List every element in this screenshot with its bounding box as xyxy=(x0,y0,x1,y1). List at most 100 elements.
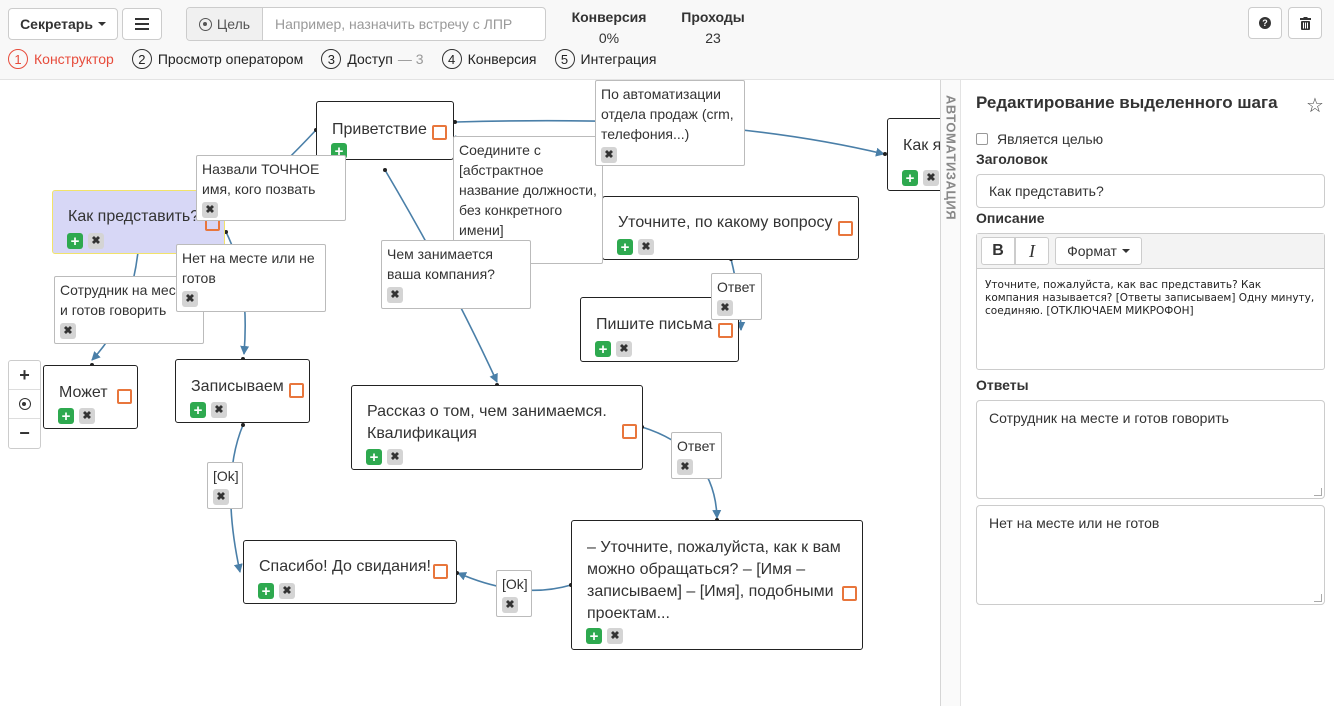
heading-input[interactable]: Как представить? xyxy=(976,174,1325,208)
delete-icon[interactable]: ✖ xyxy=(387,287,403,303)
goal-checkbox[interactable] xyxy=(718,323,733,338)
tab-conversion[interactable]: 4 Конверсия xyxy=(441,49,537,69)
node-clarify[interactable]: Уточните, по какому вопросу + ✖ xyxy=(602,196,859,260)
edge-label-not-here[interactable]: Нет на месте или не готов ✖ xyxy=(176,244,326,312)
menu-button[interactable] xyxy=(122,8,162,40)
delete-icon[interactable]: ✖ xyxy=(607,628,623,644)
help-button[interactable]: ? xyxy=(1248,7,1282,39)
goal-checkbox[interactable] xyxy=(289,383,304,398)
delete-icon[interactable]: ✖ xyxy=(717,300,733,316)
add-icon[interactable]: + xyxy=(258,583,274,599)
goal-input-group: Цель xyxy=(186,7,546,41)
edge-label-ok-2[interactable]: [Ok] ✖ xyxy=(496,570,532,617)
tab-integration[interactable]: 5 Интеграция xyxy=(554,49,656,69)
step-tabs: 1 Конструктор 2 Просмотр оператором 3 До… xyxy=(8,49,674,69)
edge-label-text: Назвали ТОЧНОЕ имя, кого позвать xyxy=(202,161,320,197)
add-icon[interactable]: + xyxy=(58,408,74,424)
delete-button[interactable] xyxy=(1288,7,1322,39)
trash-icon xyxy=(1299,16,1311,30)
role-dropdown-button[interactable]: Секретарь xyxy=(8,8,118,40)
panel-divider[interactable] xyxy=(940,80,941,706)
delete-icon[interactable]: ✖ xyxy=(677,459,693,475)
delete-icon[interactable]: ✖ xyxy=(502,597,518,613)
goal-addon: Цель xyxy=(187,8,263,40)
add-icon[interactable]: + xyxy=(586,628,602,644)
add-icon[interactable]: + xyxy=(366,449,382,465)
node-can[interactable]: Может + ✖ xyxy=(43,365,138,429)
bold-button[interactable]: B xyxy=(981,237,1015,265)
format-dropdown-label: Формат xyxy=(1067,243,1117,259)
goal-checkbox[interactable] xyxy=(117,389,132,404)
delete-icon[interactable]: ✖ xyxy=(79,408,95,424)
resize-grip-icon[interactable] xyxy=(1314,488,1322,496)
delete-icon[interactable]: ✖ xyxy=(202,202,218,218)
flow-canvas[interactable]: Приветствие + Как представить? + ✖ Как я… xyxy=(0,80,940,706)
add-icon[interactable]: + xyxy=(67,233,83,249)
delete-icon[interactable]: ✖ xyxy=(923,170,939,186)
description-text[interactable]: Уточните, пожалуйста, как вас представит… xyxy=(985,279,1315,317)
delete-icon[interactable]: ✖ xyxy=(60,323,76,339)
delete-icon[interactable]: ✖ xyxy=(616,341,632,357)
format-dropdown[interactable]: Формат xyxy=(1055,237,1142,265)
is-goal-label: Является целью xyxy=(997,131,1104,147)
edge-label-text: Ответ xyxy=(677,438,716,454)
node-actions: + ✖ xyxy=(58,408,100,424)
zoom-reset-button[interactable] xyxy=(9,390,40,419)
node-actions: + ✖ xyxy=(617,239,659,255)
node-thanks[interactable]: Спасибо! До свидания! + ✖ xyxy=(243,540,457,604)
goal-checkbox[interactable] xyxy=(432,125,447,140)
delete-icon[interactable]: ✖ xyxy=(387,449,403,465)
delete-icon[interactable]: ✖ xyxy=(182,291,198,307)
tab-constructor[interactable]: 1 Конструктор xyxy=(8,49,114,69)
automation-side-tab[interactable] xyxy=(941,80,961,706)
edge-label-answer-1[interactable]: Ответ ✖ xyxy=(711,273,762,320)
node-title: – Уточните, пожалуйста, как к вам можно … xyxy=(587,539,841,622)
node-record[interactable]: Записываем + ✖ xyxy=(175,359,310,423)
add-icon[interactable]: + xyxy=(617,239,633,255)
edge-label-ok-1[interactable]: [Ok] ✖ xyxy=(207,462,243,509)
node-title: Может xyxy=(59,384,108,401)
goal-checkbox[interactable] xyxy=(622,424,637,439)
edge-label-text: Ответ xyxy=(717,279,756,295)
zoom-out-button[interactable]: − xyxy=(9,419,40,448)
node-actions: + ✖ xyxy=(258,583,300,599)
goal-checkbox[interactable] xyxy=(842,586,857,601)
goal-checkbox[interactable] xyxy=(838,221,853,236)
node-how-top-right[interactable]: Как я + ✖ xyxy=(887,118,940,191)
goal-checkbox[interactable] xyxy=(433,564,448,579)
delete-icon[interactable]: ✖ xyxy=(638,239,654,255)
automation-side-tab-label: АВТОМАТИЗАЦИЯ xyxy=(943,95,959,221)
access-count: — 3 xyxy=(397,51,424,67)
answer-field[interactable]: Нет на месте или не готов xyxy=(976,505,1325,605)
edge-label-exact-name[interactable]: Назвали ТОЧНОЕ имя, кого позвать ✖ xyxy=(196,155,346,221)
delete-icon[interactable]: ✖ xyxy=(88,233,104,249)
is-goal-checkbox[interactable] xyxy=(976,133,988,145)
node-greeting[interactable]: Приветствие + xyxy=(316,101,454,160)
node-actions: + ✖ xyxy=(586,628,628,644)
tab-label: Конверсия xyxy=(467,51,537,67)
is-goal-option[interactable]: Является целью xyxy=(976,131,1103,147)
add-icon[interactable]: + xyxy=(190,402,206,418)
delete-icon[interactable]: ✖ xyxy=(279,583,295,599)
delete-icon[interactable]: ✖ xyxy=(211,402,227,418)
zoom-in-button[interactable]: + xyxy=(9,361,40,390)
edge-label-automation[interactable]: По автоматизации отдела продаж (crm, тел… xyxy=(595,80,745,166)
zoom-controls: + − xyxy=(8,360,41,449)
answer-field[interactable]: Сотрудник на месте и готов говорить xyxy=(976,400,1325,499)
edge-label-what-company[interactable]: Чем занимается ваша компания? ✖ xyxy=(381,240,531,309)
italic-button[interactable]: I xyxy=(1015,237,1049,265)
add-icon[interactable]: + xyxy=(595,341,611,357)
edge-label-answer-2[interactable]: Ответ ✖ xyxy=(671,432,722,479)
goal-input[interactable] xyxy=(263,8,545,40)
description-editor: B I Формат Уточните, пожалуйста, как вас… xyxy=(976,233,1325,370)
add-icon[interactable]: + xyxy=(902,170,918,186)
node-clarify-name[interactable]: – Уточните, пожалуйста, как к вам можно … xyxy=(571,520,863,650)
node-story[interactable]: Рассказ о том, чем занимаемся. Квалифика… xyxy=(351,385,643,470)
tab-operator-view[interactable]: 2 Просмотр оператором xyxy=(131,49,303,69)
answer-text: Нет на месте или не готов xyxy=(989,515,1160,531)
delete-icon[interactable]: ✖ xyxy=(601,147,617,163)
delete-icon[interactable]: ✖ xyxy=(213,489,229,505)
tab-access[interactable]: 3 Доступ — 3 xyxy=(321,49,424,69)
star-icon[interactable]: ☆ xyxy=(1306,95,1324,117)
resize-grip-icon[interactable] xyxy=(1314,594,1322,602)
